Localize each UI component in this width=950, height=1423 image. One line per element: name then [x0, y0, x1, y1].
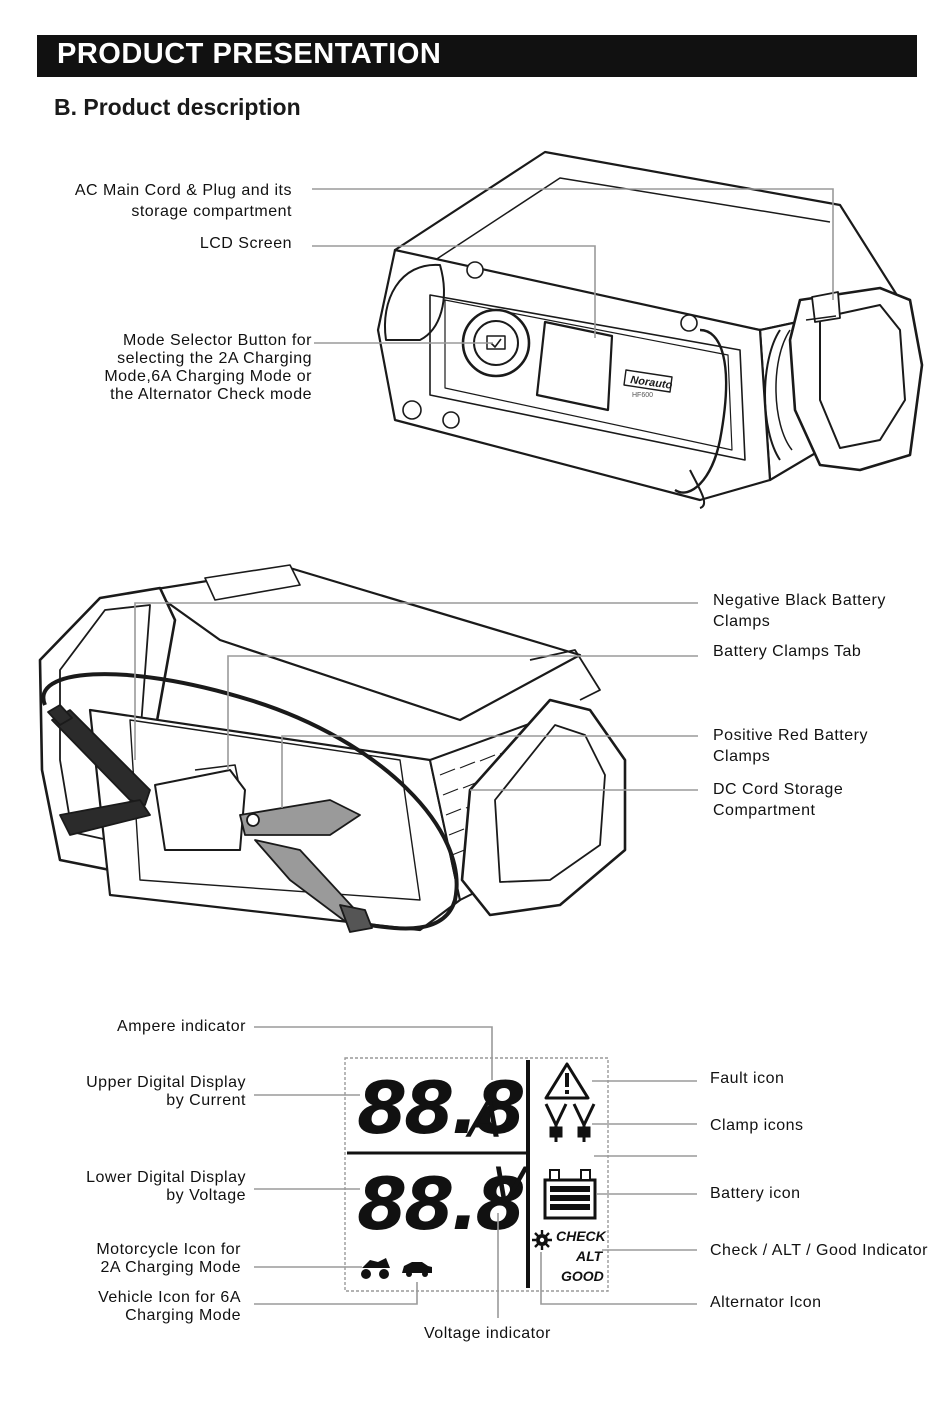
- dc-cable: [41, 672, 459, 931]
- label-motorcycle-icon: Motorcycle Icon for 2A Charging Mode: [96, 1241, 241, 1276]
- label-mode-selector: Mode Selector Button for selecting the 2…: [104, 332, 312, 403]
- label-upper-display: Upper Digital Display by Current: [86, 1074, 246, 1109]
- charger-front-illustration: [376, 150, 924, 509]
- label-alternator-icon: Alternator Icon: [710, 1294, 822, 1311]
- motorcycle-icon: [361, 1258, 390, 1279]
- page-title: PRODUCT PRESENTATION: [57, 38, 442, 70]
- leader-vehicle: [254, 1282, 418, 1305]
- clamp-icons: [544, 1103, 596, 1142]
- label-clamp-icons: Clamp icons: [710, 1117, 804, 1134]
- label-check-indicator: Check / ALT / Good Indicator: [710, 1242, 928, 1259]
- leader-negative-clamps: [134, 602, 698, 760]
- label-dc-cord: DC Cord Storage Compartment: [713, 781, 844, 819]
- brand-logo: Norauto: [630, 374, 674, 392]
- leader-ac-cord: [312, 188, 834, 300]
- label-lower-display: Lower Digital Display by Voltage: [86, 1169, 246, 1204]
- ampere-unit: A: [465, 1091, 502, 1149]
- positive-clamp-illustration: [239, 799, 373, 933]
- upper-digital-display: 88.8: [357, 1066, 524, 1150]
- header-bar: PRODUCT PRESENTATION: [37, 35, 917, 77]
- label-battery-icon: Battery icon: [710, 1185, 801, 1202]
- voltage-unit: V: [492, 1157, 530, 1215]
- leader-ampere: [254, 1026, 493, 1080]
- label-vehicle-icon: Vehicle Icon for 6A Charging Mode: [98, 1289, 241, 1324]
- leader-clamps-tab: [227, 655, 698, 770]
- check-text: CHECK: [556, 1228, 607, 1244]
- label-clamps-tab: Battery Clamps Tab: [713, 643, 862, 660]
- model-label: HF600: [632, 392, 653, 399]
- label-voltage-indicator: Voltage indicator: [424, 1325, 551, 1342]
- label-positive-clamps: Positive Red Battery Clamps: [713, 727, 868, 765]
- negative-clamp-illustration: [47, 704, 151, 836]
- battery-icon: [543, 1169, 597, 1220]
- label-lcd-screen: LCD Screen: [199, 235, 292, 252]
- vehicle-icon: [402, 1262, 432, 1277]
- leader-alternator: [540, 1252, 697, 1305]
- fault-icon: [544, 1062, 590, 1100]
- label-ac-cord: AC Main Cord & Plug and its storage comp…: [74, 182, 292, 220]
- label-negative-clamps: Negative Black Battery Clamps: [713, 592, 886, 630]
- section-title: B. Product description: [54, 94, 301, 120]
- alternator-icon: [532, 1230, 552, 1250]
- charger-rear-illustration: [38, 564, 627, 932]
- alt-text: ALT: [575, 1248, 604, 1264]
- label-ampere-indicator: Ampere indicator: [117, 1018, 246, 1035]
- leader-lcd: [312, 245, 596, 338]
- label-fault-icon: Fault icon: [710, 1070, 785, 1087]
- leader-positive-clamps: [281, 735, 698, 808]
- good-text: GOOD: [561, 1268, 604, 1284]
